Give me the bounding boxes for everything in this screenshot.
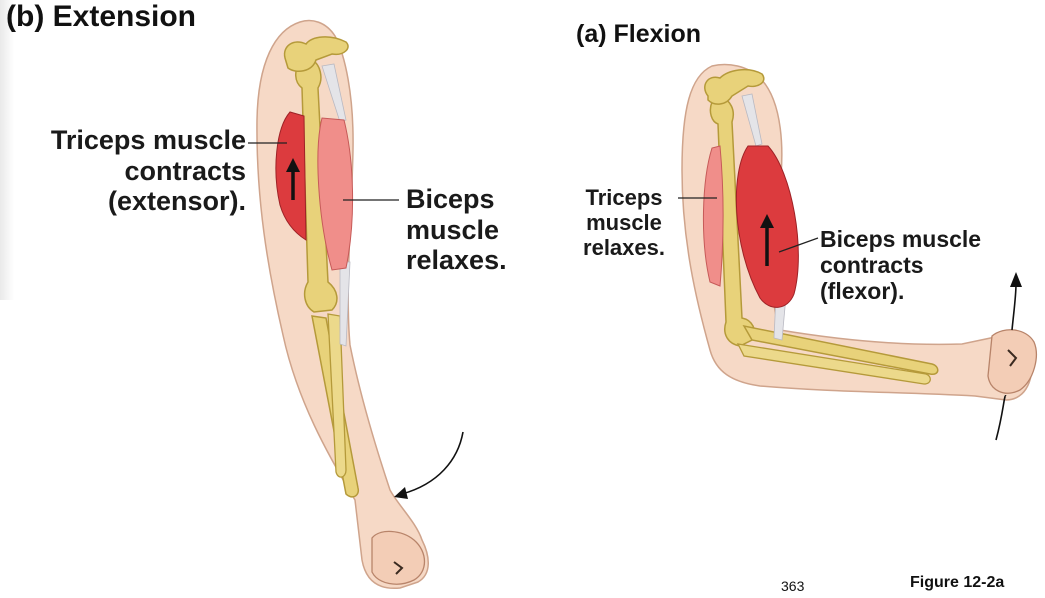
extended-triceps-muscle <box>275 111 307 241</box>
extended-arm <box>248 19 464 590</box>
extension-motion-arrow-icon <box>401 431 464 495</box>
flexed-fist-crease <box>1007 349 1018 367</box>
extended-biceps-muscle <box>317 117 354 271</box>
extended-biceps-label-line: Biceps <box>406 184 495 214</box>
extended-triceps-arrowhead-icon <box>286 158 300 172</box>
flexed-biceps-label-line: (flexor). <box>820 277 905 304</box>
extended-fist-crease <box>393 561 404 575</box>
flexed-biceps-label-line: contracts <box>820 251 924 278</box>
flexion-motion-arrow-icon <box>995 283 1017 441</box>
flexed-ulna-bone <box>736 343 931 385</box>
page-shadow-edge <box>0 0 14 300</box>
flexion-panel-title: (a) Flexion <box>576 20 702 48</box>
flexed-triceps-label-line: muscle <box>586 209 662 235</box>
page-number: 363 <box>781 578 805 594</box>
flexed-triceps-label: Triceps muscle relaxes. <box>572 185 676 261</box>
flexed-arm <box>678 63 1037 441</box>
extended-triceps-label-line: contracts <box>124 155 246 186</box>
extended-fist <box>371 530 426 585</box>
extended-biceps-label-line: relaxes. <box>406 245 507 275</box>
flexed-shoulder-bone <box>704 68 765 105</box>
extended-humerus-bone <box>295 59 338 313</box>
flexed-triceps-muscle <box>702 145 724 287</box>
flexed-biceps-label: Biceps muscle contracts (flexor). <box>820 226 981 304</box>
extended-triceps-label: Triceps muscle contracts (extensor). <box>14 125 246 217</box>
extended-shoulder-bone <box>283 36 349 73</box>
extended-ulna-bone <box>327 313 347 478</box>
extension-motion-arrowhead-icon <box>394 487 408 499</box>
extended-triceps-label-line: Triceps muscle <box>50 125 246 155</box>
extended-triceps-label-line: (extensor). <box>107 186 246 216</box>
flexed-triceps-label-line: Triceps <box>585 185 663 210</box>
flexed-biceps-arrowhead-icon <box>760 214 774 228</box>
extended-biceps-label-line: muscle <box>406 214 500 245</box>
flexed-triceps-label-line: relaxes. <box>583 234 665 260</box>
extended-biceps-label: Biceps muscle relaxes. <box>406 184 507 276</box>
flexed-biceps-leader-line <box>778 237 819 253</box>
flexed-biceps-label-line: Biceps muscle <box>820 226 982 252</box>
flexion-motion-arrowhead-icon <box>1010 272 1022 287</box>
flexed-radius-bone <box>742 324 939 375</box>
extension-panel-title: (b) Extension <box>6 0 197 33</box>
figure-number: Figure 12-2a <box>910 574 1005 591</box>
